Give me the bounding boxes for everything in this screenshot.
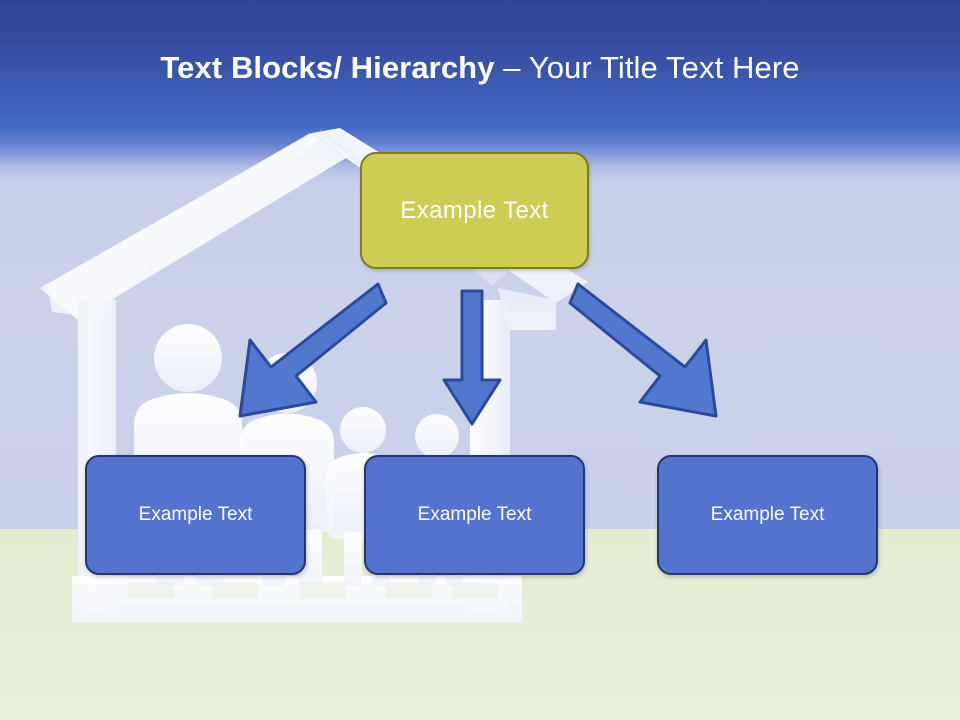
hierarchy-child-label-2: Example Text xyxy=(417,504,532,525)
hierarchy-child-label-3: Example Text xyxy=(710,504,825,525)
hierarchy-child-box-3[interactable]: Example Text xyxy=(657,455,878,575)
page-title-bold: Text Blocks/ Hierarchy xyxy=(160,50,495,85)
arrow-down-left-icon xyxy=(238,282,388,418)
page-title: Text Blocks/ Hierarchy – Your Title Text… xyxy=(0,48,960,88)
hierarchy-child-box-2[interactable]: Example Text xyxy=(364,455,585,575)
hierarchy-child-label-1: Example Text xyxy=(138,504,253,525)
hierarchy-root-box[interactable]: Example Text xyxy=(360,152,589,269)
hierarchy-child-box-1[interactable]: Example Text xyxy=(85,455,306,575)
page-title-separator: – xyxy=(494,50,529,85)
arrow-down-right-icon xyxy=(568,282,718,418)
page-title-normal: Your Title Text Here xyxy=(528,50,800,85)
arrow-down-icon xyxy=(442,289,502,426)
hierarchy-root-label: Example Text xyxy=(400,196,549,224)
